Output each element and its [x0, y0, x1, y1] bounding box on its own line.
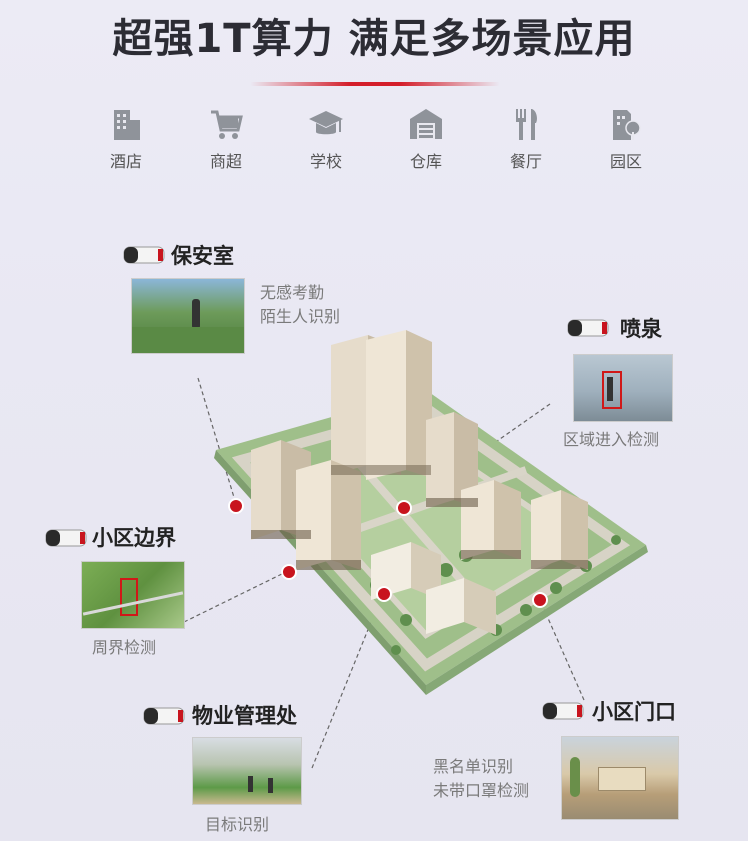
- category-label: 酒店: [109, 152, 142, 171]
- category-park: 园区: [586, 106, 666, 172]
- map-marker-security-room: [228, 498, 244, 514]
- gate-photo: [561, 736, 679, 820]
- fork-knife-icon: [516, 109, 537, 140]
- boundary-desc: 周界检测: [92, 636, 156, 660]
- camera-icon: [143, 707, 185, 725]
- camera-icon: [123, 246, 165, 264]
- security-room-desc: 无感考勤 陌生人识别: [260, 281, 340, 329]
- map-marker-boundary: [281, 564, 297, 580]
- camera-icon: [45, 529, 87, 547]
- residential-map-illustration: [214, 330, 648, 695]
- camera-icon: [567, 319, 609, 337]
- desc-line: 黑名单识别: [433, 757, 514, 776]
- person-figure: [607, 377, 613, 401]
- security-room-photo: [131, 278, 245, 354]
- category-warehouse: 仓库: [386, 106, 466, 172]
- category-label: 商超: [209, 152, 242, 171]
- boundary-photo: [81, 561, 185, 629]
- scene-label-fountain: 喷泉: [620, 317, 662, 341]
- scene-label-gate: 小区门口: [592, 700, 676, 724]
- scene-label-property: 物业管理处: [192, 704, 297, 728]
- person-figure: [192, 299, 200, 329]
- fountain-desc: 区域进入检测: [563, 428, 659, 452]
- gate-desc: 黑名单识别 未带口罩检测: [433, 755, 529, 803]
- graduation-cap-icon: [309, 111, 343, 135]
- desc-line: 未带口罩检测: [433, 781, 530, 800]
- warehouse-icon: [410, 109, 442, 139]
- detection-box: [120, 578, 138, 616]
- category-label: 园区: [609, 152, 642, 171]
- property-desc: 目标识别: [205, 813, 269, 837]
- tree-shape: [570, 757, 580, 797]
- park-building-icon: [613, 110, 641, 140]
- map-marker-fountain: [396, 500, 412, 516]
- page-title: 超强1T算力 满足多场景应用: [112, 16, 636, 62]
- scene-label-boundary: 小区边界: [92, 526, 176, 550]
- map-marker-gate: [532, 592, 548, 608]
- hedge-shape: [132, 327, 244, 353]
- scene-label-security-room: 保安室: [171, 244, 234, 268]
- desc-line: 陌生人识别: [260, 307, 341, 326]
- category-restaurant: 餐厅: [486, 106, 566, 172]
- category-label: 学校: [309, 152, 342, 171]
- category-school: 学校: [286, 106, 366, 172]
- person-figure: [268, 778, 273, 793]
- camera-icon: [542, 702, 584, 720]
- desc-line: 周界检测: [92, 638, 157, 657]
- category-hotel: 酒店: [86, 106, 166, 172]
- detection-box: [602, 371, 622, 409]
- hotel-icon: [114, 110, 140, 140]
- category-supermarket: 商超: [186, 106, 266, 172]
- category-label: 仓库: [409, 152, 442, 171]
- category-label: 餐厅: [509, 152, 542, 171]
- desc-line: 目标识别: [205, 815, 270, 834]
- desc-line: 区域进入检测: [563, 430, 660, 449]
- person-figure: [248, 776, 253, 792]
- fountain-photo: [573, 354, 673, 422]
- desc-line: 无感考勤: [260, 283, 325, 302]
- shopping-cart-icon: [211, 110, 243, 139]
- title-underline: [250, 82, 500, 86]
- map-marker-property: [376, 586, 392, 602]
- property-photo: [192, 737, 302, 805]
- gate-building: [598, 767, 646, 791]
